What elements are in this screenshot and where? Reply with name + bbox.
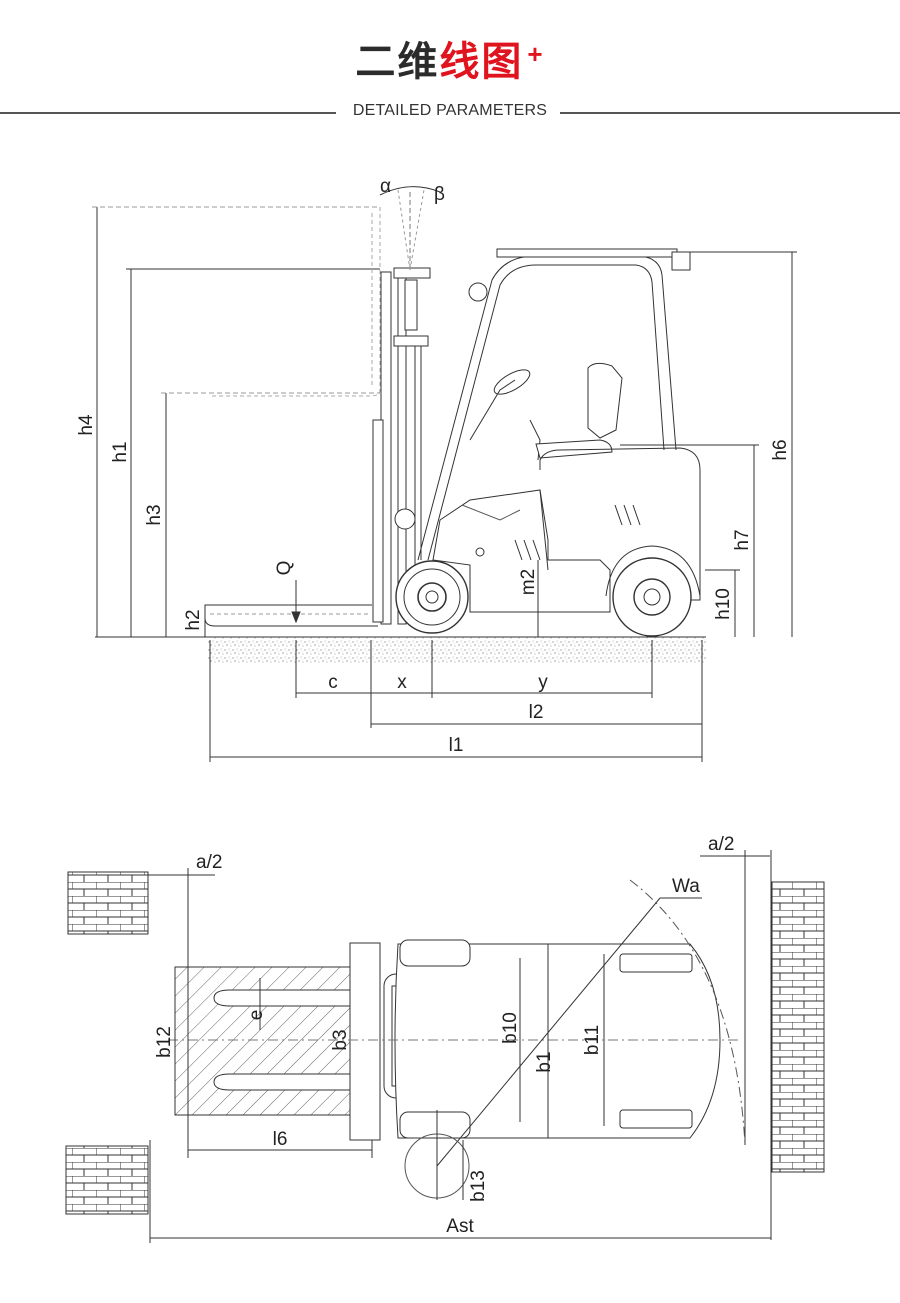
- wa-radius-line: [436, 897, 661, 1167]
- label-beta: β: [434, 184, 445, 205]
- label-h7: h7: [732, 529, 753, 550]
- lowered-fork: [204, 604, 378, 627]
- label-b3: b3: [330, 1029, 351, 1050]
- rear-light: [671, 251, 691, 271]
- plus-icon: +: [527, 39, 545, 69]
- label-h2: h2: [183, 609, 204, 630]
- label-b13: b13: [468, 1170, 489, 1202]
- fork-left: [213, 989, 350, 1007]
- tilt-arc: [379, 186, 441, 196]
- title-dark-part: 二维: [355, 40, 440, 84]
- rear-fender: [605, 545, 701, 597]
- tilt-pivot: [394, 508, 416, 530]
- fork-carriage-top: [349, 942, 381, 1141]
- label-c: c: [328, 672, 338, 693]
- page-header: 二维线图+ DETAILED PARAMETERS: [0, 0, 900, 140]
- label-x: x: [397, 672, 407, 693]
- label-a2-left: a/2: [196, 852, 222, 873]
- label-Wa: Wa: [672, 876, 700, 897]
- front-wheel-top-right: [399, 1111, 471, 1139]
- raised-fork-outline: [210, 207, 381, 397]
- label-l1: l1: [449, 735, 464, 756]
- front-wheel-top-left: [399, 939, 471, 967]
- brick-wall-top-left: [67, 871, 149, 935]
- seat-back: [587, 362, 623, 439]
- front-light: [468, 282, 488, 302]
- title-red-part: 线图: [439, 40, 524, 84]
- body-vent-marks: [614, 504, 641, 526]
- truck-body-top: [394, 943, 721, 1139]
- label-h10: h10: [713, 588, 734, 620]
- page-title: 二维线图+: [0, 38, 900, 86]
- label-h1: h1: [110, 441, 131, 462]
- label-a2-right: a/2: [708, 834, 734, 855]
- seat-cushion: [535, 439, 613, 459]
- label-Ast: Ast: [446, 1216, 474, 1237]
- label-b11: b11: [582, 1025, 603, 1055]
- label-l6: l6: [273, 1129, 288, 1150]
- label-b10: b10: [500, 1012, 521, 1044]
- ground-gravel: [208, 637, 706, 663]
- label-h6: h6: [770, 439, 791, 460]
- truck-body: [432, 489, 611, 613]
- label-alpha: α: [380, 176, 391, 197]
- brick-wall-bottom-left: [65, 1145, 149, 1215]
- label-h4: h4: [76, 414, 97, 436]
- label-h3: h3: [144, 504, 165, 525]
- label-y: y: [538, 672, 548, 693]
- brick-wall-right: [771, 881, 825, 1173]
- label-Q: Q: [274, 561, 295, 576]
- lift-cylinder: [404, 279, 418, 331]
- header-rule-right: [560, 112, 900, 114]
- rear-wheel-top-left: [619, 953, 693, 973]
- label-l2: l2: [529, 702, 544, 723]
- fork-carriage: [372, 419, 384, 623]
- page-subtitle: DETAILED PARAMETERS: [352, 102, 548, 119]
- steering-wheel: [493, 369, 531, 395]
- label-b12: b12: [154, 1026, 175, 1058]
- steering-column: [469, 379, 516, 441]
- fork-right: [213, 1073, 350, 1091]
- label-m2: m2: [518, 569, 539, 595]
- label-b1: b1: [534, 1051, 555, 1072]
- forklift-top-view-drawing: [65, 850, 825, 1243]
- label-e: e: [246, 1010, 267, 1021]
- rear-wheel-top-right: [619, 1109, 693, 1129]
- mast-crosshead: [393, 267, 431, 279]
- guard-roof: [496, 248, 678, 258]
- header-rule-left: [0, 112, 336, 114]
- counterweight: [539, 447, 701, 601]
